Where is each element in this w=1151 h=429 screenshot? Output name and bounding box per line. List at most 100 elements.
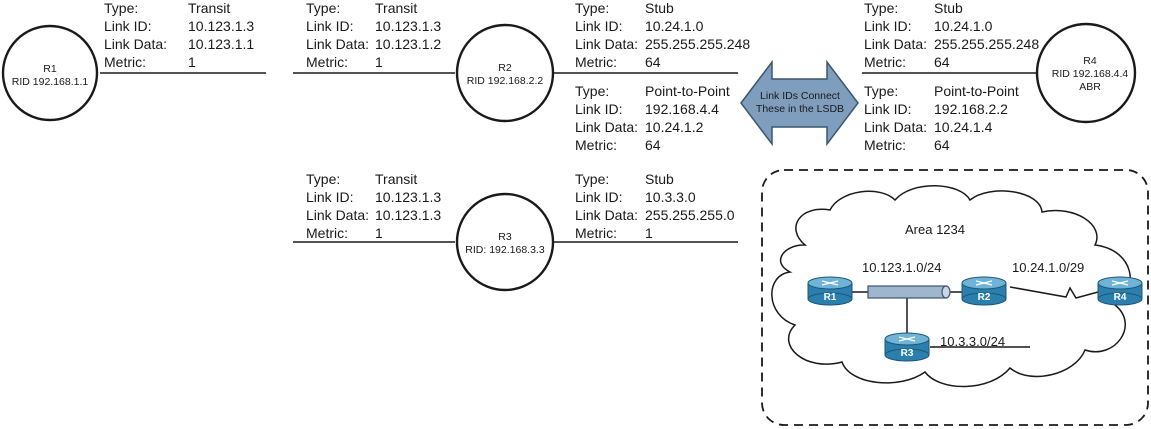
- value-link-id: 10.123.1.3: [188, 18, 254, 34]
- label-link-id: Link ID:: [306, 18, 353, 34]
- label-link-data: Link Data:: [306, 36, 369, 52]
- router-base: [884, 348, 930, 362]
- label-link-data: Link Data:: [864, 119, 927, 135]
- router-label: R1: [824, 292, 837, 303]
- value-metric: 64: [934, 54, 950, 70]
- value-type: Stub: [934, 0, 963, 16]
- label-type: Type:: [864, 83, 898, 99]
- label-link-id: Link ID:: [575, 189, 622, 205]
- router-icon-r2: R2: [961, 276, 1007, 306]
- label-link-data: Link Data:: [575, 119, 638, 135]
- value-link-id: 192.168.2.2: [934, 101, 1008, 117]
- value-link-id: 10.3.3.0: [645, 189, 696, 205]
- label-link-data: Link Data:: [575, 207, 638, 223]
- value-metric: 1: [188, 54, 196, 70]
- router-icon-r3: R3: [884, 332, 930, 362]
- label-link-data: Link Data:: [864, 36, 927, 52]
- value-metric: 1: [375, 225, 383, 241]
- arrow-text-line1: Link IDs Connect: [760, 90, 840, 102]
- label-link-id: Link ID:: [104, 18, 151, 34]
- router-arrows-icon: [975, 280, 993, 286]
- router-rid: RID 192.168.4.4: [1052, 68, 1129, 80]
- cloud-shape: [771, 185, 1131, 388]
- label-metric: Metric:: [306, 54, 348, 70]
- router-circle: [1035, 22, 1137, 124]
- value-link-id: 10.24.1.0: [934, 18, 993, 34]
- label-metric: Metric:: [864, 54, 906, 70]
- router-base: [807, 292, 853, 306]
- router-icon-r4: R4: [1097, 276, 1143, 306]
- area-label: Area 1234: [905, 222, 965, 237]
- label-metric: Metric:: [306, 225, 348, 241]
- value-link-id: 192.168.4.4: [645, 101, 719, 117]
- serial-link-line: [1009, 286, 1099, 299]
- router-label: R3: [901, 348, 914, 359]
- router-circle: [455, 23, 555, 123]
- router-base: [961, 292, 1007, 306]
- value-type: Point-to-Point: [934, 83, 1019, 99]
- value-type: Transit: [188, 0, 230, 16]
- label-type: Type:: [575, 83, 609, 99]
- value-link-id: 10.123.1.3: [375, 189, 441, 205]
- double-arrow-shape: [740, 59, 859, 147]
- value-link-id: 10.123.1.3: [375, 18, 441, 34]
- topology-inset: Area 1234 10.123.1.0/24 10.24.1.0/29 10.…: [761, 169, 1149, 426]
- label-metric: Metric:: [575, 225, 617, 241]
- network-stub-label: 10.3.3.0/24: [940, 334, 1005, 349]
- label-type: Type:: [575, 0, 609, 16]
- label-link-id: Link ID:: [864, 101, 911, 117]
- value-type: Stub: [645, 171, 674, 187]
- value-metric: 1: [645, 225, 653, 241]
- router-rid: RID 192.168.1.1: [12, 76, 89, 88]
- arrow-text-line2: These in the LSDB: [756, 103, 844, 115]
- router-node-r4: R4 RID 192.168.4.4 ABR: [862, 22, 1137, 124]
- router-name: R2: [498, 62, 512, 74]
- value-link-data: 255.255.255.0: [645, 207, 735, 223]
- router-base: [1097, 292, 1143, 306]
- label-metric: Metric:: [864, 137, 906, 153]
- label-link-data: Link Data:: [104, 36, 167, 52]
- router-name: R3: [498, 231, 512, 243]
- value-link-data: 255.255.255.248: [934, 36, 1039, 52]
- router-circle: [1, 24, 99, 122]
- label-link-id: Link ID:: [864, 18, 911, 34]
- router-node-r1: R1 RID 192.168.1.1: [1, 24, 266, 122]
- transit-segment-icon: [867, 285, 951, 299]
- router-circle: [455, 192, 555, 292]
- label-link-data: Link Data:: [306, 207, 369, 223]
- label-type: Type:: [306, 171, 340, 187]
- value-metric: 1: [375, 54, 383, 70]
- label-link-id: Link ID:: [575, 101, 622, 117]
- link-id-arrow: Link IDs Connect These in the LSDB: [740, 59, 859, 147]
- link-record-r4-stub: Type: Link ID: Link Data: Metric: Stub 1…: [864, 0, 1039, 70]
- link-record-r2-p2p: Type: Link ID: Link Data: Metric: Point-…: [575, 83, 730, 153]
- network-transit-label: 10.123.1.0/24: [862, 260, 942, 275]
- value-metric: 64: [645, 137, 661, 153]
- segment-end: [941, 285, 951, 299]
- router-name: R1: [43, 63, 57, 75]
- label-metric: Metric:: [575, 54, 617, 70]
- router-name: R4: [1083, 55, 1097, 67]
- label-type: Type:: [104, 0, 138, 16]
- value-type: Transit: [375, 0, 417, 16]
- value-link-id: 10.24.1.0: [645, 18, 704, 34]
- label-metric: Metric:: [104, 54, 146, 70]
- link-record-r4-p2p: Type: Link ID: Link Data: Metric: Point-…: [864, 83, 1019, 153]
- router-label: R2: [978, 292, 991, 303]
- value-link-data: 10.123.1.2: [375, 36, 441, 52]
- network-p2p-label: 10.24.1.0/29: [1012, 260, 1084, 275]
- label-type: Type:: [306, 0, 340, 16]
- link-record-r1-transit: Type: Link ID: Link Data: Metric: Transi…: [104, 0, 254, 70]
- link-record-r2-transit: Type: Link ID: Link Data: Metric: Transi…: [306, 0, 441, 70]
- value-type: Point-to-Point: [645, 83, 730, 99]
- value-link-data: 10.123.1.3: [375, 207, 441, 223]
- link-record-r2-stub: Type: Link ID: Link Data: Metric: Stub 1…: [575, 0, 750, 70]
- router-rid: RID 192.168.2.2: [467, 75, 544, 87]
- segment-body: [867, 285, 947, 299]
- value-link-data: 10.123.1.1: [188, 36, 254, 52]
- link-record-r3-transit: Type: Link ID: Link Data: Metric: Transi…: [306, 171, 441, 241]
- router-rid: RID: 192.168.3.3: [465, 244, 545, 256]
- router-arrows-icon: [821, 280, 839, 286]
- label-type: Type:: [864, 0, 898, 16]
